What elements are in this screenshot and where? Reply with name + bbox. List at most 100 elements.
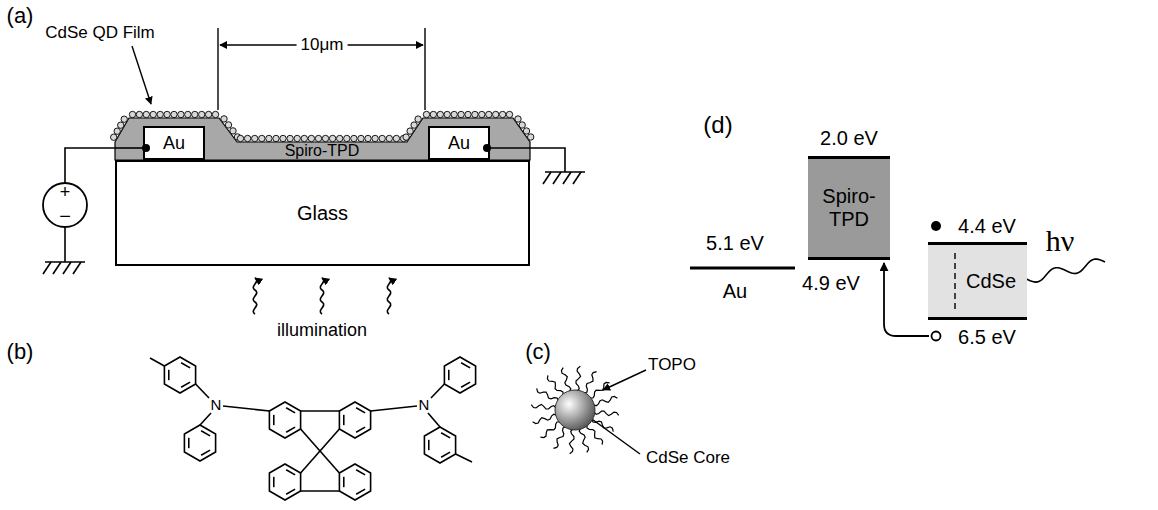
quantum-dot: [472, 111, 478, 117]
voltage-source: [43, 183, 87, 227]
benzene-ring: [269, 464, 300, 500]
bond-line: [301, 451, 320, 473]
quantum-dot: [171, 111, 177, 117]
dimension-line: [218, 28, 425, 110]
quantum-dot: [393, 135, 399, 141]
ligand-chain: [547, 375, 563, 395]
electron-dot: [931, 221, 941, 231]
energy-value: 5.1 eV: [706, 232, 764, 254]
au-electrode: Au: [428, 126, 490, 160]
au-electrode: Au: [143, 126, 205, 160]
box-label: Au: [448, 133, 470, 154]
double-bond: [181, 382, 190, 387]
quantum-dot: [252, 135, 258, 141]
material-label: Au: [723, 280, 747, 302]
ground-symbol: [543, 172, 585, 184]
quantum-dot: [329, 135, 335, 141]
panel-letter: (d): [703, 112, 732, 138]
double-bond: [273, 415, 275, 425]
double-bond: [286, 408, 295, 413]
quantum-dot: [372, 135, 378, 141]
quantum-dot: [294, 135, 300, 141]
double-bond: [441, 433, 450, 438]
ligand-shell: [531, 366, 618, 453]
ligand-chain: [569, 429, 574, 454]
box-label: Spiro-TPD: [811, 185, 887, 231]
quantum-dot: [344, 135, 350, 141]
ligand-chain: [561, 368, 570, 392]
callout-label: TOPO: [648, 356, 696, 375]
quantum-dot: [205, 111, 211, 117]
quantum-dot: [280, 135, 286, 141]
quantum-dot: [178, 111, 184, 117]
polarity-sign: +: [60, 183, 71, 203]
illumination-arrow: [253, 278, 390, 314]
bond-line: [301, 490, 340, 492]
benzene-ring: [164, 357, 195, 393]
ligand-chain: [594, 411, 619, 416]
double-bond: [356, 427, 365, 432]
polarity-sign: −: [59, 205, 71, 227]
quantum-dot: [444, 111, 450, 117]
panel-letter: (a): [7, 4, 34, 28]
electrode-fill: [143, 126, 205, 160]
ligand-chain: [576, 366, 581, 391]
quantum-dot: [415, 116, 421, 122]
quantum-dot: [407, 128, 413, 134]
double-bond: [286, 489, 295, 494]
quantum-dot: [199, 111, 205, 117]
quantum-dot: [315, 135, 321, 141]
double-bond: [448, 370, 450, 380]
quantum-dot: [192, 111, 198, 117]
quantum-dot: [515, 116, 521, 122]
molecule-structure: [150, 357, 476, 500]
spiro-layer-fill: [115, 118, 530, 160]
quantum-dot: [386, 135, 392, 141]
hole-dot: [932, 332, 941, 341]
ligand-chain: [584, 372, 597, 394]
callout-label: CdSe QD Film: [45, 24, 155, 43]
quantum-dot: [403, 134, 409, 140]
quantum-dot: [458, 111, 464, 117]
quantum-dot: [259, 135, 265, 141]
panel-letter: (c): [525, 340, 551, 364]
illumination-label: illumination: [277, 321, 367, 341]
wire: [65, 148, 115, 183]
quantum-dot: [129, 111, 135, 117]
quantum-dot: [225, 122, 231, 128]
energy-value: 4.4 eV: [958, 215, 1016, 237]
benzene-ring: [184, 425, 215, 461]
ligand-chain: [540, 422, 560, 438]
quantum-dot: [121, 116, 127, 122]
double-bond: [188, 438, 190, 448]
quantum-dot: [114, 128, 120, 134]
cdse-band: CdSe: [928, 242, 1027, 320]
quantum-dot: [118, 122, 124, 128]
quantum-dot: [287, 135, 293, 141]
double-bond: [273, 477, 275, 487]
dimension-label: 10μm: [297, 36, 348, 55]
double-bond: [461, 382, 470, 387]
ligand-chain: [553, 427, 566, 449]
quantum-dot: [528, 134, 534, 140]
quantum-dot: [185, 111, 191, 117]
quantum-dot: [365, 135, 371, 141]
bond-line: [301, 410, 340, 412]
bond-line: [200, 413, 211, 425]
benzene-ring: [339, 464, 370, 500]
energy-value: 4.9 eV: [802, 272, 860, 294]
panel-letter: (b): [7, 340, 34, 364]
double-bond: [343, 415, 345, 425]
quantum-dot: [111, 134, 117, 140]
bond-line: [320, 451, 339, 473]
quantum-dot: [230, 128, 236, 134]
leader-arrow: [132, 46, 151, 104]
quantum-dot: [221, 116, 227, 122]
quantum-dot: [437, 111, 443, 117]
quantum-dot: [164, 111, 170, 117]
leader-arrow: [603, 370, 646, 390]
quantum-dot: [157, 111, 163, 117]
box-label: Au: [163, 133, 185, 154]
quantum-dot: [212, 111, 218, 117]
double-bond: [286, 470, 295, 475]
